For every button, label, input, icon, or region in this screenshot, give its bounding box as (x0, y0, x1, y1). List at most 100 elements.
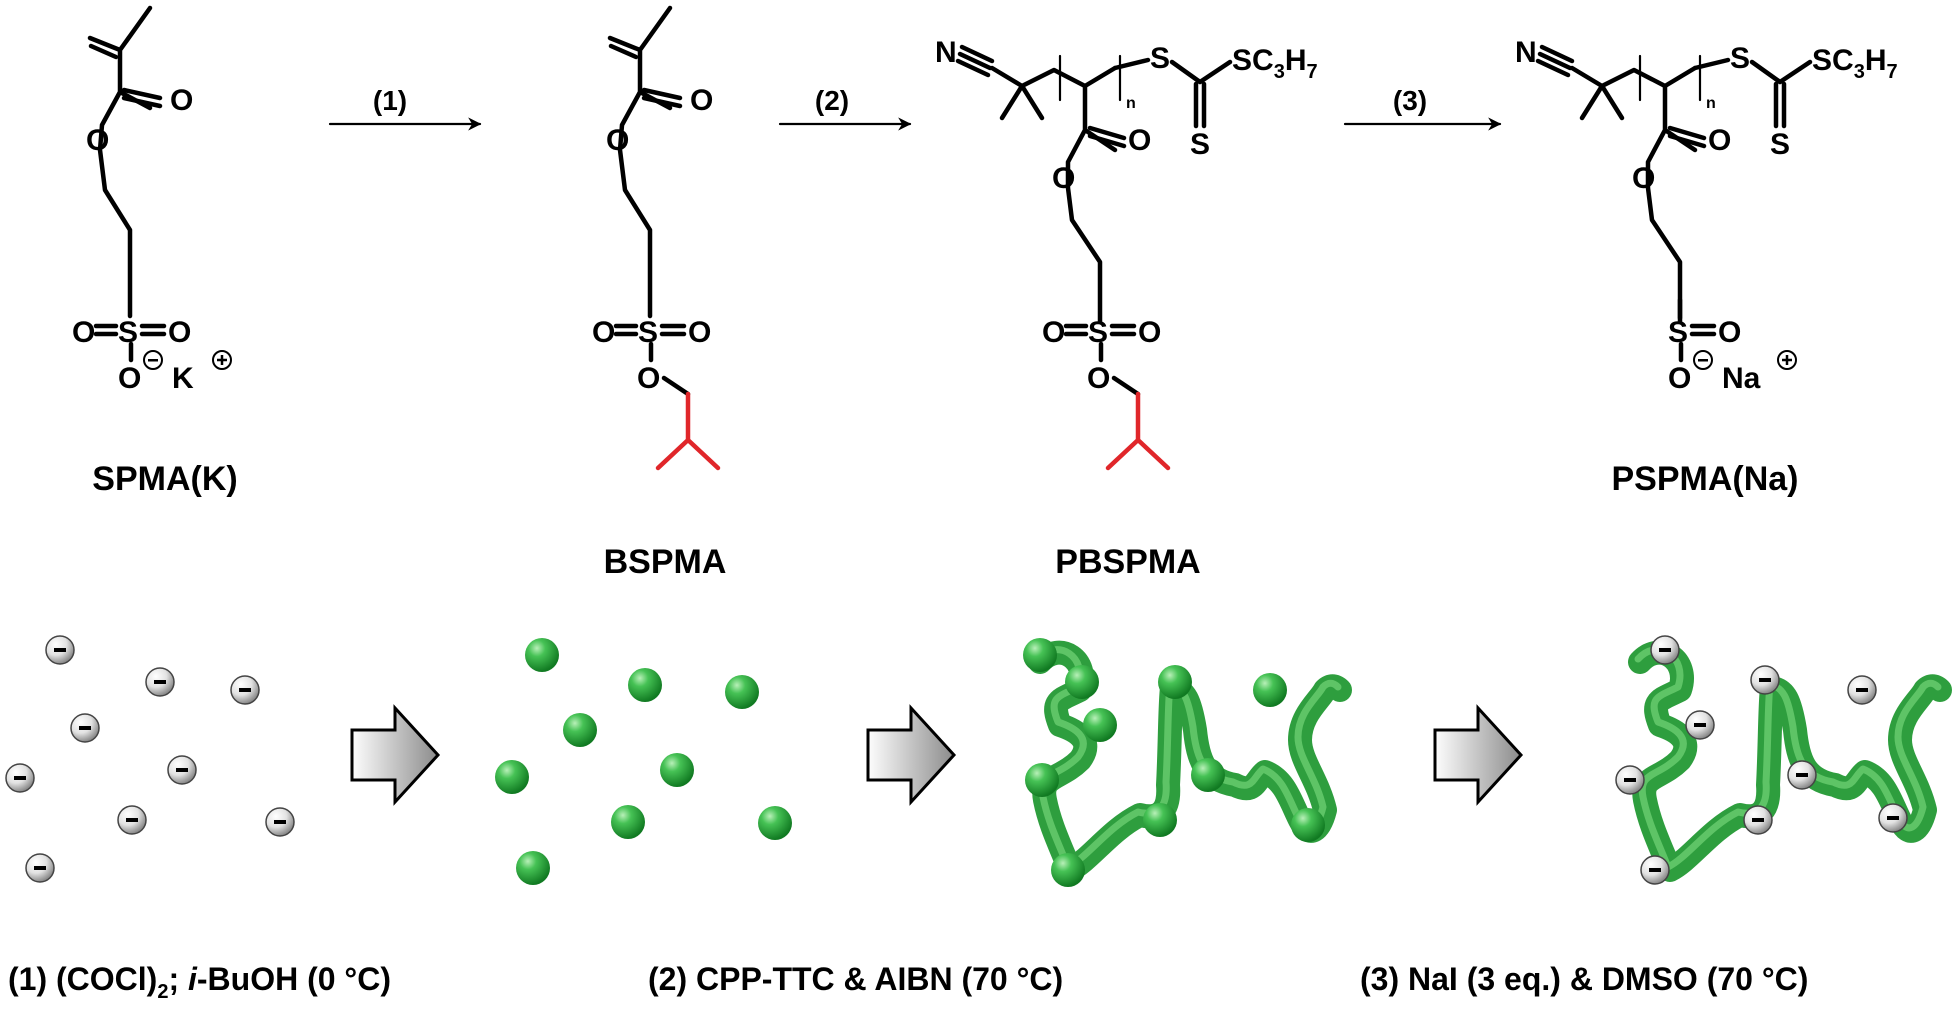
pendant-sphere (1083, 708, 1117, 742)
arrow-step-2: (2) (778, 85, 912, 131)
sulfonyl-oxygen-right: O (688, 316, 711, 349)
cation-charge-icon (1777, 350, 1797, 370)
monomer-sphere (495, 760, 529, 794)
compound-label-spma-k: SPMA(K) (92, 460, 237, 498)
step-3-number: (3) (1393, 85, 1427, 116)
sulfonyl-oxygen-right: O (168, 316, 191, 349)
pendant-sphere (1158, 665, 1192, 699)
sulfonyl-oxygen-left: O (1042, 316, 1065, 349)
monomer-sphere (516, 851, 550, 885)
monomer-sphere (660, 753, 694, 787)
thione-sulfur-label: S (1770, 128, 1790, 161)
compound-label-pbspma: PBSPMA (1055, 543, 1200, 581)
anion-ball-icon (1787, 760, 1817, 790)
anion-ball-icon (230, 675, 260, 705)
compound-label-bspma: BSPMA (604, 543, 727, 581)
anion-ball-icon (5, 763, 35, 793)
anion-ball-icon (1743, 805, 1773, 835)
sulfur-label: S (1088, 316, 1108, 349)
isobutyl-group (1105, 391, 1171, 471)
monomer-sphere (525, 638, 559, 672)
anion-ball-icon (1615, 765, 1645, 795)
pendant-sphere (1065, 665, 1099, 699)
arrow-step-3: (3) (1343, 85, 1502, 131)
trithiocarbonate-sulfur-left: S (1150, 42, 1170, 75)
monomer-sphere (611, 805, 645, 839)
carbonyl-oxygen-label: O (170, 84, 193, 117)
sulfonate-oxygen-label: O (1668, 362, 1691, 395)
sulfonyl-oxygen-left: O (72, 316, 95, 349)
anion-ball-icon (117, 805, 147, 835)
pendant-sphere (1051, 853, 1085, 887)
pendant-sphere (1291, 808, 1325, 842)
condition-step-3: (3) NaI (3 eq.) & DMSO (70 °C) (1360, 961, 1808, 997)
repeat-unit-n: n (1126, 95, 1136, 112)
panel-polymer-pspma (1615, 635, 1952, 885)
ester-oxygen-label: O (86, 124, 109, 157)
trithiocarbonate-sulfur-left: S (1730, 42, 1750, 75)
step-1-number: (1) (373, 85, 407, 116)
monomer-sphere (628, 668, 662, 702)
molecule-spma-k: O O S O O O K SPMA(K) (72, 5, 238, 498)
step-2-number: (2) (815, 85, 849, 116)
carbonyl-oxygen-label: O (1128, 124, 1151, 157)
anion-ball-icon (145, 667, 175, 697)
carbonyl-oxygen-label: O (1708, 124, 1731, 157)
anion-ball-icon (1650, 635, 1680, 665)
sulfonate-oxygen-label: O (118, 362, 141, 395)
anion-ball-icon (1878, 803, 1908, 833)
cation-charge-icon (212, 350, 232, 370)
sulfur-label: S (638, 316, 658, 349)
potassium-label: K (172, 362, 194, 395)
monomer-sphere (563, 713, 597, 747)
anion-ball-icon (1750, 665, 1780, 695)
anion-ball-icon (1640, 855, 1670, 885)
propylthio-label-sc: SC3H7 (1232, 44, 1318, 83)
anion-ball-icon (265, 807, 295, 837)
anion-ball-icon (167, 755, 197, 785)
anion-ball-icon (45, 635, 75, 665)
nitrile-nitrogen-label: N (935, 36, 957, 69)
sulfur-label: S (118, 316, 138, 349)
panel-monomer-anions (5, 635, 295, 883)
pendant-sphere (1253, 673, 1287, 707)
monomer-sphere (725, 675, 759, 709)
condition-step-2: (2) CPP-TTC & AIBN (70 °C) (648, 961, 1063, 997)
pendant-sphere (1143, 803, 1177, 837)
pendant-sphere (1025, 763, 1059, 797)
sulfonyl-oxygen-right: O (1718, 316, 1741, 349)
thione-sulfur-label: S (1190, 128, 1210, 161)
molecule-bspma: O O S O O O BSPMA (592, 5, 727, 581)
sulfur-label: S (1668, 316, 1688, 349)
sulfonate-ester-oxygen-label: O (637, 362, 660, 395)
pendant-sphere (1023, 638, 1057, 672)
anion-ball-icon (1847, 675, 1877, 705)
anion-ball-icon (70, 713, 100, 743)
carbonyl-oxygen-label: O (690, 84, 713, 117)
condition-step-1: (1) (COCl)2; i-BuOH (0 °C) (8, 961, 391, 1003)
panel-polymer-pbspma (1023, 638, 1352, 887)
polymer-chain (1628, 640, 1952, 882)
anion-charge-icon (1693, 350, 1713, 370)
nitrile-nitrogen-label: N (1515, 36, 1537, 69)
isobutyl-group (655, 391, 721, 471)
molecule-pspma-na: N n S S SC3H7 O O S O O Na PSPMA(Na) (1515, 36, 1898, 498)
arrow-step-1: (1) (328, 85, 482, 131)
ester-oxygen-label: O (1052, 162, 1075, 195)
block-arrow-3 (1433, 704, 1524, 806)
sulfonyl-oxygen-right: O (1138, 316, 1161, 349)
molecule-pbspma: N n S S SC3H7 O O S O O O PBSPMA (935, 36, 1318, 581)
anion-ball-icon (1685, 710, 1715, 740)
block-arrow-1 (350, 704, 441, 806)
ester-oxygen-label: O (1632, 162, 1655, 195)
repeat-unit-n: n (1706, 95, 1716, 112)
compound-label-pspma-na: PSPMA(Na) (1611, 460, 1798, 498)
propylthio-label-sc: SC3H7 (1812, 44, 1898, 83)
sodium-label: Na (1722, 362, 1761, 395)
panel-monomer-spheres (495, 638, 792, 885)
monomer-sphere (758, 806, 792, 840)
pendant-sphere (1191, 758, 1225, 792)
block-arrow-2 (866, 704, 957, 806)
sulfonyl-oxygen-left: O (592, 316, 615, 349)
